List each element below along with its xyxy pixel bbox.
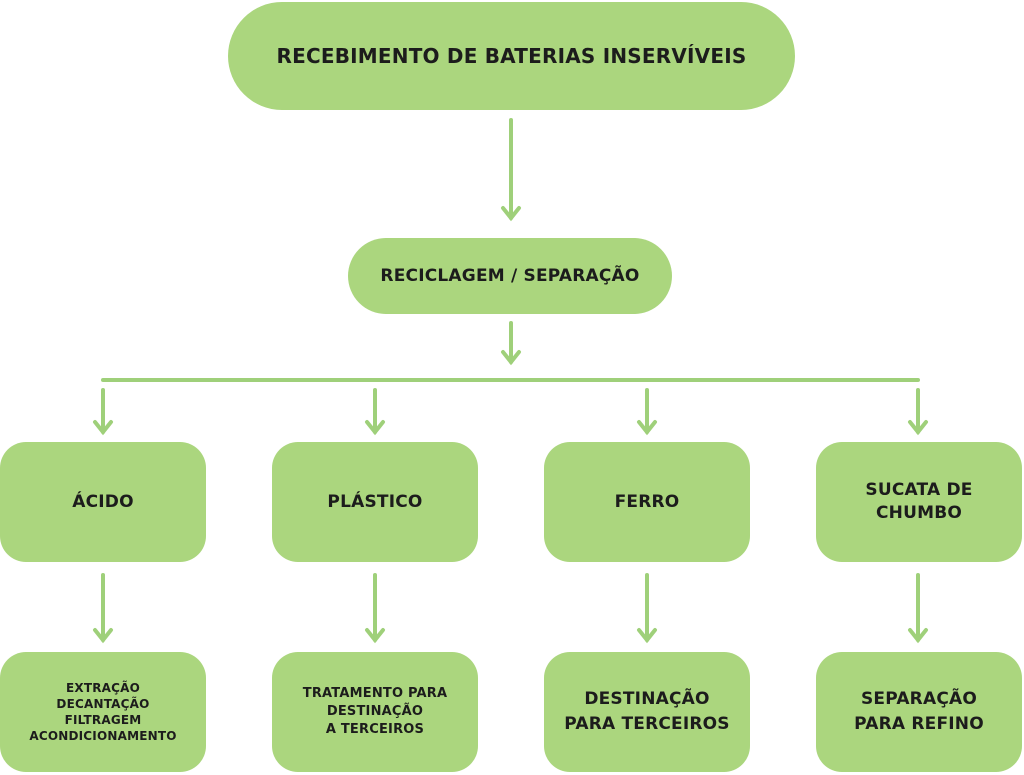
- node-category-acid: ÁCIDO: [0, 442, 206, 562]
- arrowhead-top-middle: [501, 206, 521, 222]
- node-destination-lead-scrap: SEPARAÇÃO PARA REFINO: [816, 652, 1022, 772]
- arrowhead-middle-bus: [501, 350, 521, 366]
- arrowhead-bus-col4: [908, 420, 928, 436]
- arrowhead-col1: [93, 628, 113, 644]
- arrowhead-col2: [365, 628, 385, 644]
- arrowhead-bus-col3: [637, 420, 657, 436]
- node-category-iron: FERRO: [544, 442, 750, 562]
- node-receiving-batteries: RECEBIMENTO DE BATERIAS INSERVÍVEIS: [228, 2, 795, 110]
- arrowhead-col3: [637, 628, 657, 644]
- node-category-lead-scrap: SUCATA DE CHUMBO: [816, 442, 1022, 562]
- node-destination-plastic: TRATAMENTO PARA DESTINAÇÃO A TERCEIROS: [272, 652, 478, 772]
- arrowhead-bus-col2: [365, 420, 385, 436]
- arrowhead-bus-col1: [93, 420, 113, 436]
- node-destination-iron: DESTINAÇÃO PARA TERCEIROS: [544, 652, 750, 772]
- node-recycling-separation: RECICLAGEM / SEPARAÇÃO: [348, 238, 672, 314]
- node-destination-acid: EXTRAÇÃO DECANTAÇÃO FILTRAGEM ACONDICION…: [0, 652, 206, 772]
- arrowhead-col4: [908, 628, 928, 644]
- node-category-plastic: PLÁSTICO: [272, 442, 478, 562]
